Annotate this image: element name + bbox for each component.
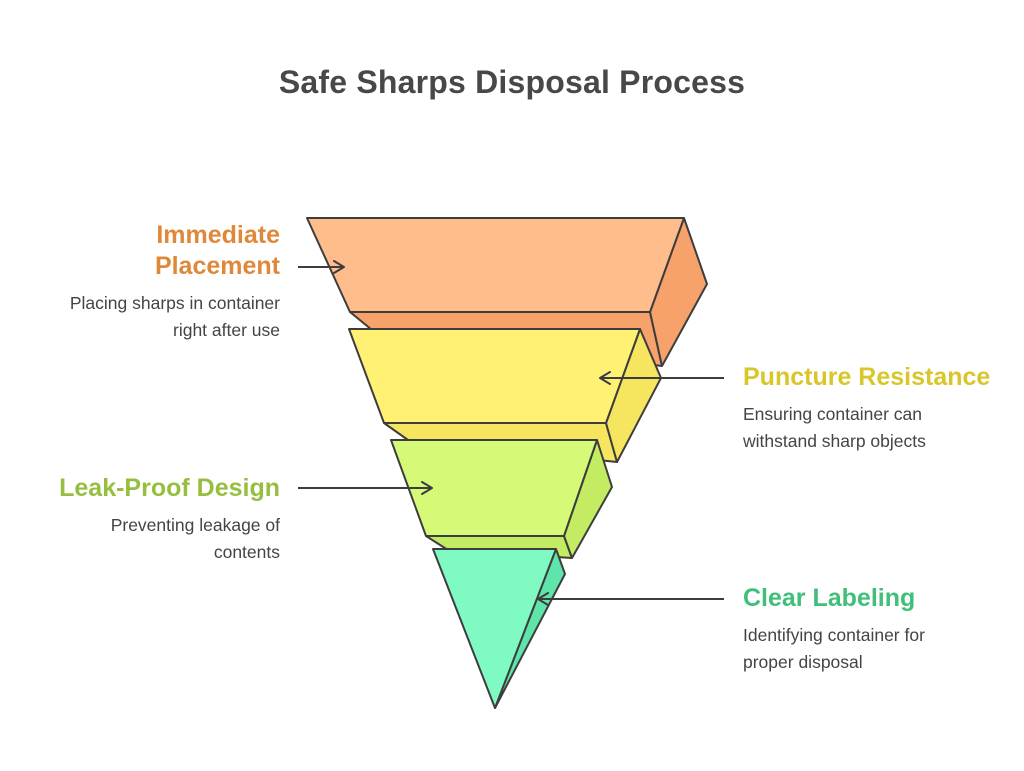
stage-label-puncture-resistance: Puncture Resistance Ensuring container c… (743, 362, 1013, 455)
stage-description: Placing sharps in container right after … (69, 293, 280, 340)
funnel-layer-front-face (390, 439, 598, 537)
funnel-layer-leak-proof-design (390, 439, 613, 559)
stage-description: Preventing leakage of contents (110, 515, 280, 562)
stage-title: Clear Labeling (743, 584, 916, 612)
stage-description: Identifying container for proper disposa… (743, 625, 925, 672)
funnel-layer-front-face (348, 328, 641, 424)
stage-label-leak-proof-design: Leak-Proof Design Preventing leakage of … (10, 473, 280, 566)
funnel-layer-front-face (432, 548, 557, 709)
stage-label-clear-labeling: Clear Labeling Identifying container for… (743, 583, 1013, 676)
funnel-layer-front-face (306, 217, 685, 313)
stage-label-immediate-placement: Immediate Placement Placing sharps in co… (20, 220, 280, 344)
diagram-title: Safe Sharps Disposal Process (278, 64, 746, 100)
stage-description: Ensuring container can withstand sharp o… (743, 404, 926, 451)
stage-title: Immediate Placement (154, 221, 280, 280)
stage-title: Puncture Resistance (743, 363, 991, 391)
stage-title: Leak-Proof Design (59, 474, 280, 502)
funnel-layer-clear-labeling (432, 548, 566, 709)
